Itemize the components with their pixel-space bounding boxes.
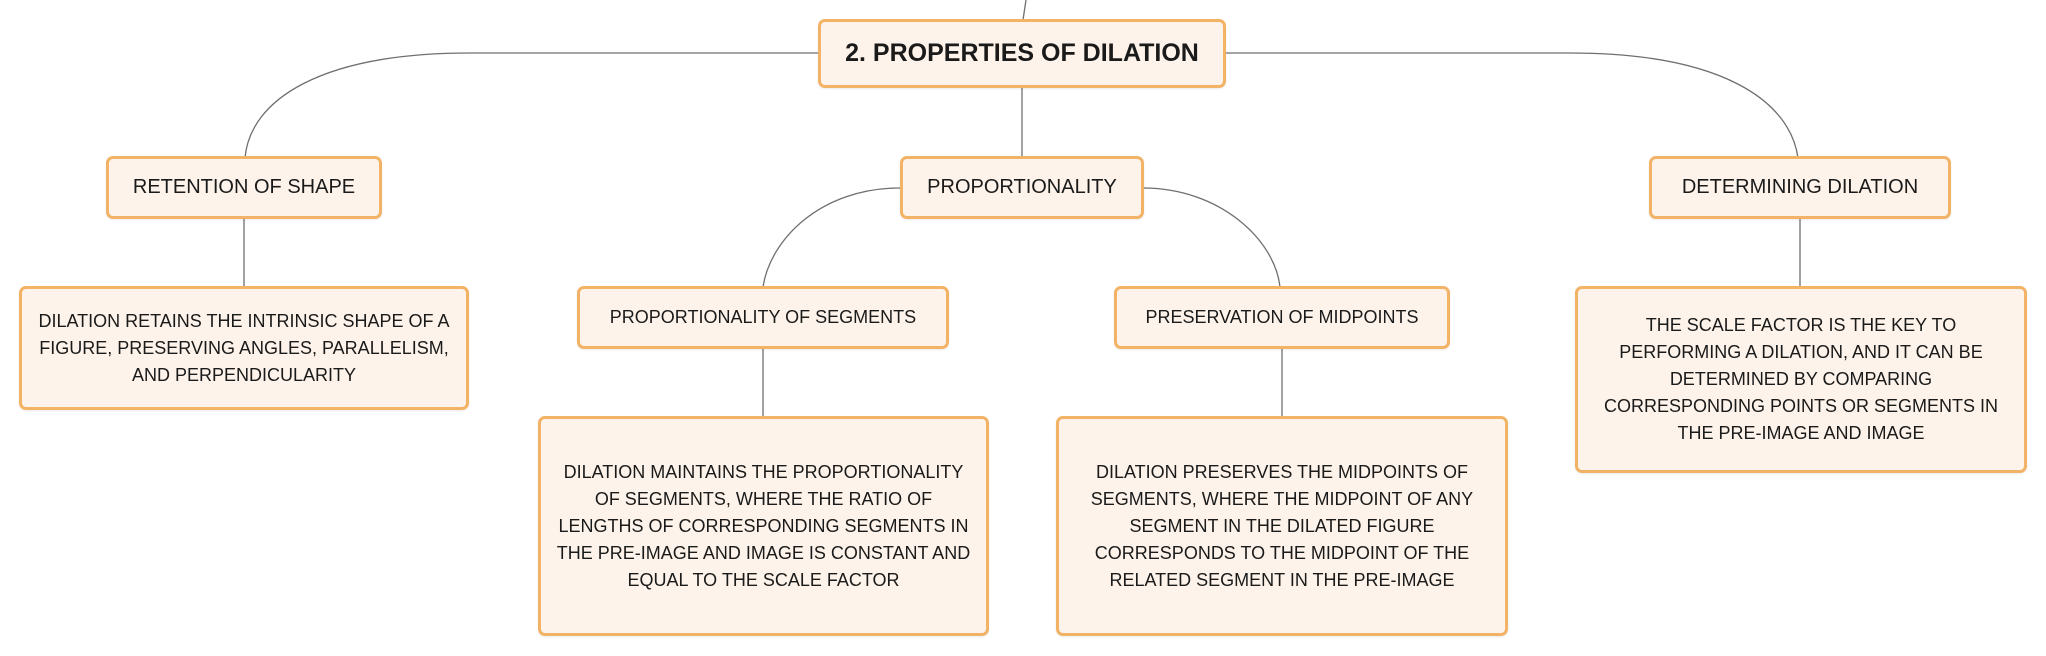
determining-dilation-node[interactable]: DETERMINING DILATION [1649,156,1951,219]
connector-parent-to-root [1022,0,1027,21]
proportionality-node[interactable]: PROPORTIONALITY [900,156,1144,219]
preservation-of-midpoints-detail: DILATION PRESERVES THE MIDPOINTS OF SEGM… [1090,461,1474,590]
connector-proportionality-to-segments [762,187,901,288]
connector-proportionality-to-midpoints [1142,187,1281,288]
proportionality-of-segments-detail: DILATION MAINTAINS THE PROPORTIONALITY O… [556,461,971,590]
retention-of-shape-detail-node[interactable]: DILATION RETAINS THE INTRINSIC SHAPE OF … [19,286,469,410]
preservation-of-midpoints-detail-node[interactable]: DILATION PRESERVES THE MIDPOINTS OF SEGM… [1056,416,1508,636]
retention-of-shape-detail: DILATION RETAINS THE INTRINSIC SHAPE OF … [38,310,450,385]
proportionality-of-segments-node[interactable]: PROPORTIONALITY OF SEGMENTS [577,286,949,349]
root-node-label: 2. PROPERTIES OF DILATION [845,39,1199,67]
root-node[interactable]: 2. PROPERTIES OF DILATION [818,19,1226,88]
connector-root-to-retention [244,52,818,159]
connector-root-to-determining [1225,52,1799,159]
proportionality-of-segments-label: PROPORTIONALITY OF SEGMENTS [609,307,917,327]
determining-dilation-label: DETERMINING DILATION [1681,176,1919,198]
preservation-of-midpoints-node[interactable]: PRESERVATION OF MIDPOINTS [1114,286,1450,349]
proportionality-label: PROPORTIONALITY [927,176,1117,198]
retention-of-shape-label: RETENTION OF SHAPE [132,176,356,198]
determining-dilation-detail-node[interactable]: THE SCALE FACTOR IS THE KEY TO PERFORMIN… [1575,286,2027,473]
determining-dilation-detail: THE SCALE FACTOR IS THE KEY TO PERFORMIN… [1603,315,1999,443]
preservation-of-midpoints-label: PRESERVATION OF MIDPOINTS [1145,307,1419,327]
proportionality-of-segments-detail-node[interactable]: DILATION MAINTAINS THE PROPORTIONALITY O… [538,416,989,636]
retention-of-shape-node[interactable]: RETENTION OF SHAPE [106,156,382,219]
